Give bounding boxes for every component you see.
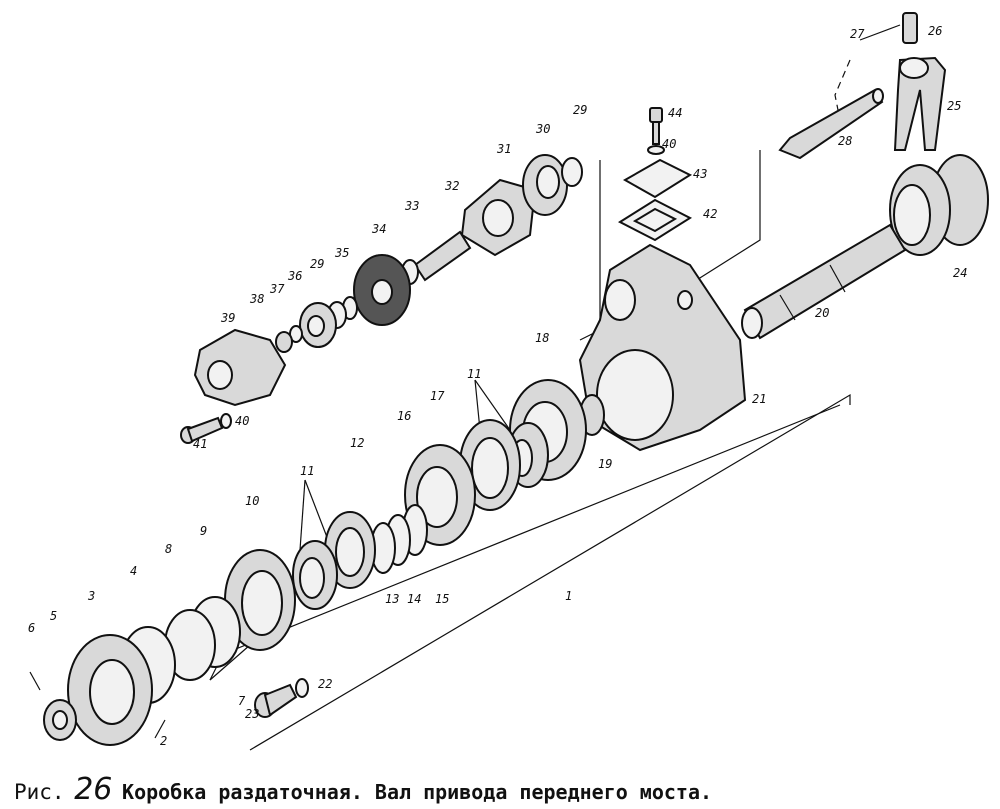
part-30-bearing-cup: [522, 154, 568, 216]
part-label-22: 22: [318, 677, 332, 691]
part-label-6: 6: [28, 621, 35, 635]
part-label-44: 44: [668, 106, 682, 120]
part-42-gasket-hole: [632, 207, 678, 233]
part-34-seal-plate: [353, 254, 411, 326]
part-24-gear-coupling: [889, 154, 989, 256]
part-label-32: 32: [444, 179, 459, 193]
part-label-16: 16: [397, 409, 411, 423]
part-23-bolt: [254, 683, 298, 718]
part-40-washer-bottom: [220, 413, 232, 429]
part-20-front-axle-drive-shaft: [741, 223, 907, 340]
part-label-8: 8: [165, 542, 172, 556]
part-label-14: 14: [407, 592, 421, 606]
part-25-shift-fork: [893, 12, 947, 151]
part-44-bolt: [649, 107, 663, 145]
part-label-29: 29: [573, 103, 587, 117]
part-label-7: 7: [238, 694, 246, 708]
part-label-25: 25: [947, 99, 961, 113]
part-41-bolt: [180, 416, 224, 444]
part-36-bearing: [299, 302, 337, 348]
part-10-bearing-housing: [224, 549, 296, 651]
caption-figure-number: 26: [74, 772, 113, 807]
caption-prefix: Рис.: [14, 780, 65, 804]
part-label-27: 27: [850, 27, 865, 41]
part-label-42: 42: [703, 207, 717, 221]
part-label-38: 38: [249, 292, 264, 306]
part-5-nut: [43, 699, 77, 741]
exploded-diagram: 1234567891011111213141516171819202122232…: [28, 12, 989, 751]
caption-title: Коробка раздаточная. Вал привода передне…: [122, 780, 713, 804]
part-6-cotter-pin: [29, 671, 41, 691]
part-label-11: 11: [300, 464, 314, 478]
part-label-37: 37: [269, 282, 285, 296]
part-label-21: 21: [752, 392, 766, 406]
part-label-31: 31: [496, 142, 511, 156]
part-29-o-ring-upper: [561, 157, 583, 187]
part-label-35: 35: [334, 246, 349, 260]
part-label-43: 43: [693, 167, 707, 181]
part-label-11: 11: [467, 367, 481, 381]
part-label-10: 10: [245, 494, 259, 508]
part-label-30: 30: [535, 122, 550, 136]
part-32-spring: [413, 230, 472, 282]
part-label-40: 40: [662, 137, 676, 151]
part-label-41: 41: [193, 437, 207, 451]
part-28-shift-rod: [778, 88, 884, 160]
part-label-23: 23: [245, 707, 259, 721]
part-label-5: 5: [50, 609, 57, 623]
part-label-2: 2: [160, 734, 167, 748]
part-22-washer: [295, 678, 309, 698]
part-label-28: 28: [838, 134, 852, 148]
part-label-4: 4: [130, 564, 137, 578]
part-label-9: 9: [200, 524, 207, 538]
part-label-20: 20: [815, 306, 829, 320]
part-39-housing-cover: [193, 328, 287, 407]
part-label-12: 12: [350, 436, 364, 450]
part-label-13: 13: [385, 592, 399, 606]
part-label-26: 26: [928, 24, 942, 38]
part-40-washer-top: [647, 145, 665, 155]
part-label-34: 34: [371, 222, 386, 236]
part-label-39: 39: [220, 311, 235, 325]
part-label-3: 3: [87, 589, 95, 603]
part-label-18: 18: [535, 331, 549, 345]
part-label-40: 40: [235, 414, 249, 428]
part-label-17: 17: [430, 389, 445, 403]
figure-caption: Рис. 26 Коробка раздаточная. Вал привода…: [14, 772, 994, 807]
part-43-cover: [622, 158, 693, 199]
part-label-36: 36: [287, 269, 302, 283]
part-label-15: 15: [435, 592, 449, 606]
part-11-bearing-lower: [292, 540, 338, 610]
part-label-29: 29: [310, 257, 324, 271]
part-3-flange: [67, 634, 153, 746]
part-label-24: 24: [953, 266, 967, 280]
part-label-33: 33: [404, 199, 419, 213]
part-label-1: 1: [565, 589, 572, 603]
part-21-transfer-case-housing: [578, 243, 747, 452]
part-38-nut: [275, 331, 293, 353]
part-label-19: 19: [598, 457, 612, 471]
